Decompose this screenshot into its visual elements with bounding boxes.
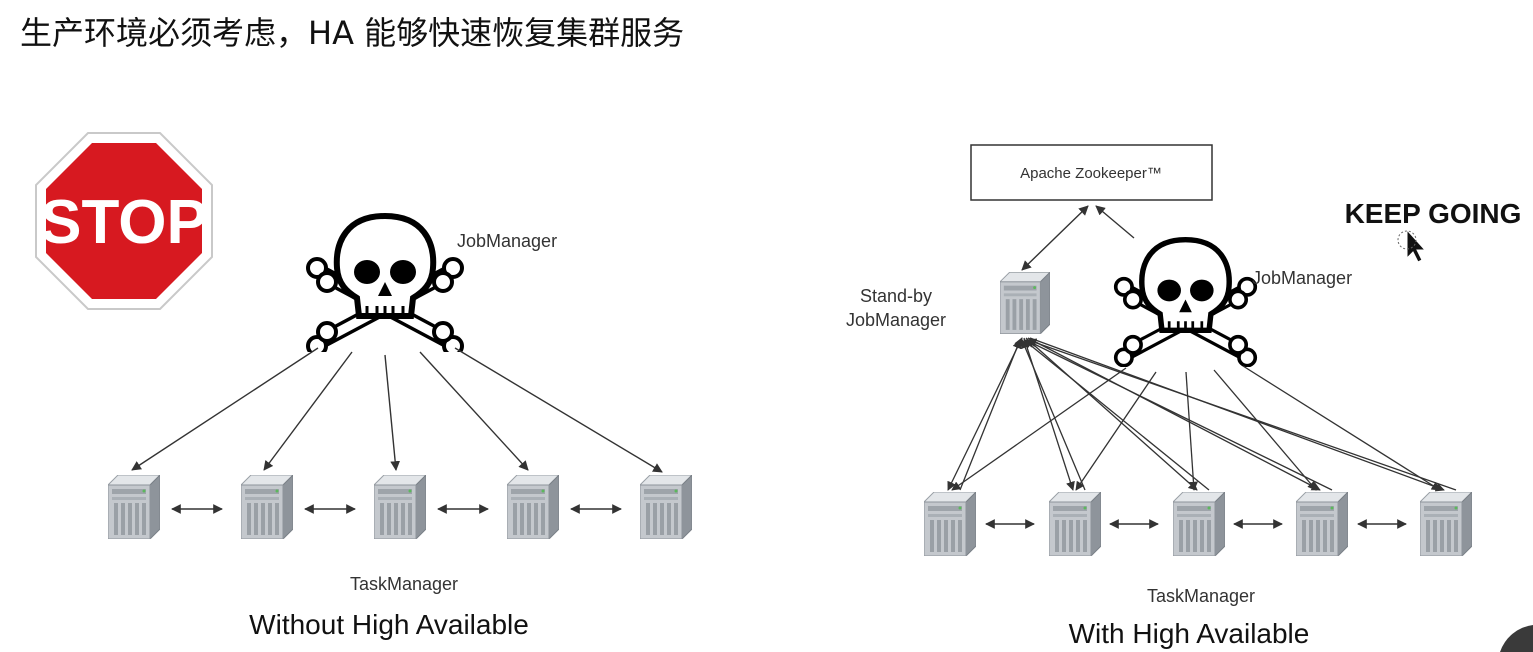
standby-to-task-arrows: [947, 337, 1445, 492]
stop-sign-icon: STOP: [35, 132, 213, 310]
server-icon: [1049, 492, 1101, 556]
zookeeper-box: Apache Zookeeper™: [970, 144, 1213, 201]
skull-jobmanager-icon: [1116, 240, 1256, 366]
server-icon: [108, 475, 160, 539]
server-icon: [1173, 492, 1225, 556]
keep-going-text: KEEP GOING: [1345, 198, 1522, 229]
server-icon: [374, 475, 426, 539]
standby-label-line1: Stand-by: [860, 286, 932, 306]
standby-label-line2: JobManager: [846, 310, 946, 330]
left-job-to-task-arrows: [131, 347, 663, 473]
server-icon: [1420, 492, 1472, 556]
server-icon: [507, 475, 559, 539]
server-icon: [640, 475, 692, 539]
stop-sign-text: STOP: [40, 188, 208, 257]
corner-decoration: [1500, 625, 1533, 652]
left-taskmanager-label: TaskManager: [350, 574, 458, 594]
right-jobmanager-label: JobManager: [1252, 268, 1352, 288]
task-to-standby-arrows: [959, 338, 1457, 491]
left-taskmanager-servers: [108, 475, 692, 539]
zookeeper-label: Apache Zookeeper™: [1020, 165, 1162, 182]
skull-jobmanager-icon: [308, 216, 462, 355]
left-jobmanager-label: JobManager: [457, 231, 557, 251]
mouse-cursor-icon: [1397, 228, 1427, 263]
right-taskmanager-label: TaskManager: [1147, 586, 1255, 606]
zookeeper-arrows: [1021, 205, 1135, 271]
page-title: 生产环境必须考虑，HA 能够快速恢复集群服务: [20, 14, 685, 52]
server-icon: [1296, 492, 1348, 556]
server-icon: [241, 475, 293, 539]
right-caption: With High Available: [1069, 618, 1310, 649]
standby-server-icon: [1000, 272, 1050, 334]
right-job-to-task-arrows: [951, 365, 1441, 491]
server-icon: [924, 492, 976, 556]
left-caption: Without High Available: [249, 609, 529, 640]
